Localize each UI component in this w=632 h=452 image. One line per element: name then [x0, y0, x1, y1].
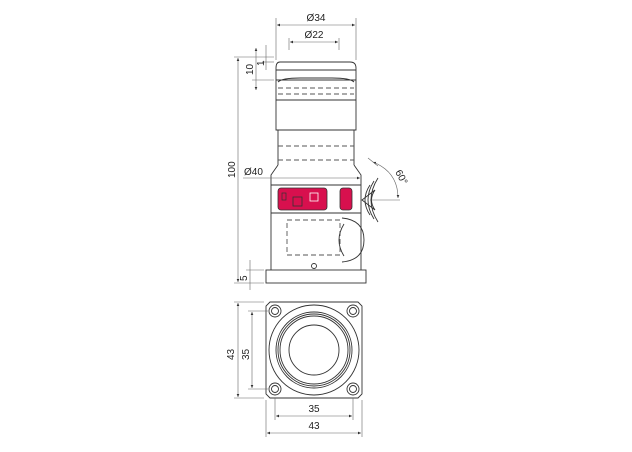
dim-top-inner: Ø22 — [305, 30, 324, 41]
dim-cap-height: 10 — [245, 63, 256, 75]
dim-top-outer: Ø34 — [307, 13, 326, 24]
dim-total-height: 100 — [227, 161, 238, 178]
dim-base-outer-height: 43 — [226, 348, 237, 360]
dim-base-outer-width: 43 — [308, 421, 320, 432]
dim-body-diameter: Ø40 — [244, 167, 263, 178]
dim-cap-lip: 1 — [256, 60, 267, 66]
sensor-wave-icon — [361, 177, 400, 223]
status-led-panel — [339, 187, 353, 211]
dim-hole-spacing-v: 35 — [241, 348, 252, 360]
side-view: 60° — [265, 61, 409, 284]
side-dimensions: Ø34 Ø22 100 10 1 Ø40 5 — [227, 13, 360, 290]
bottom-dimensions: 43 35 35 43 — [226, 301, 363, 437]
dim-hole-spacing-h: 35 — [308, 404, 320, 415]
angle-label: 60° — [392, 168, 409, 187]
display-panel — [277, 187, 328, 211]
bottom-view — [265, 301, 363, 399]
dim-base-height: 5 — [239, 275, 250, 281]
